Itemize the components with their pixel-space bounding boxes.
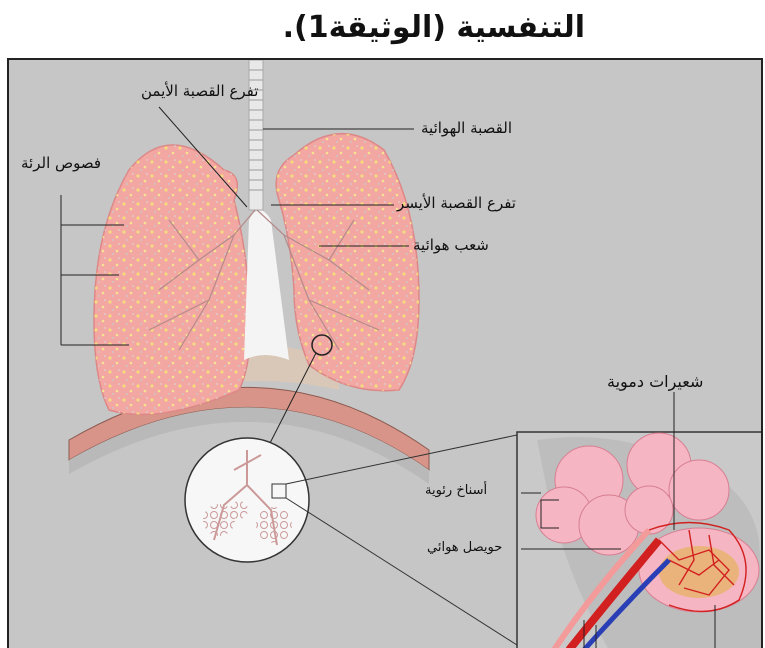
label-alveolus: حويصل هوائي bbox=[427, 541, 502, 554]
label-left-bronchus-branch: تفرع القصبة الأيسر bbox=[397, 196, 516, 211]
label-pulmonary-sacs: أسناخ رئوية bbox=[425, 484, 487, 497]
lung-diagram: تفرع القصبة الأيمن فصوص الرئة القصبة اله… bbox=[7, 58, 763, 648]
label-lung-lobes: فصوص الرئة bbox=[21, 156, 101, 171]
label-trachea: القصبة الهوائية bbox=[421, 121, 512, 136]
label-right-bronchus-branch: تفرع القصبة الأيمن bbox=[141, 84, 258, 99]
document-title: التنفسية (الوثيقة1). bbox=[283, 10, 585, 45]
lung-illustration bbox=[9, 60, 763, 648]
label-bronchi: شعب هوائية bbox=[413, 238, 489, 253]
label-blood-capillaries: شعيرات دموية bbox=[607, 374, 703, 390]
